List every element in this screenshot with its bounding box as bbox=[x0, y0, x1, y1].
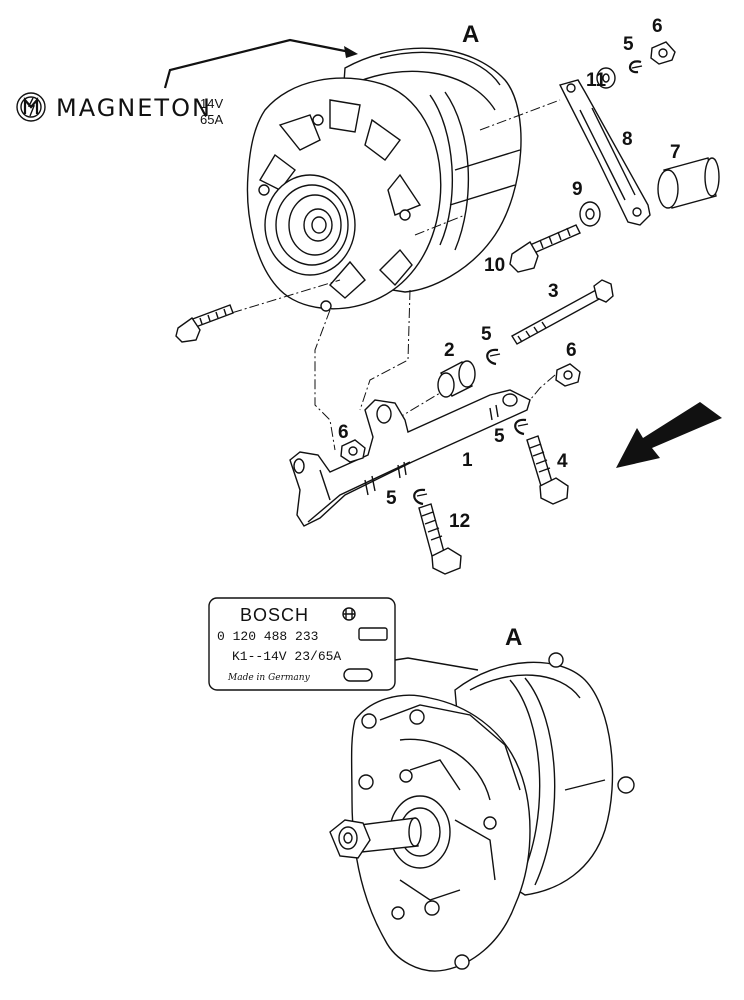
bosch-plate-leader bbox=[394, 657, 479, 671]
part-12-bolt bbox=[418, 503, 462, 575]
label-part-5-low: 5 bbox=[386, 488, 397, 509]
label-part-5-right: 5 bbox=[494, 426, 505, 447]
label-part-3: 3 bbox=[548, 281, 559, 302]
centerline-top-hardware bbox=[479, 99, 561, 131]
label-part-9: 9 bbox=[572, 179, 583, 200]
pivot-bolt bbox=[175, 304, 234, 343]
magneton-alternator bbox=[246, 47, 522, 312]
direction-arrow-icon bbox=[616, 402, 722, 468]
part-8-adjusting-bracket bbox=[558, 79, 651, 226]
centerline-adjust bbox=[414, 214, 466, 236]
view-label-a-top: A bbox=[462, 21, 479, 48]
bosch-alternator bbox=[329, 652, 635, 972]
part-1-mounting-bracket bbox=[289, 389, 531, 527]
part-5-spring-washer-top bbox=[629, 60, 643, 74]
label-part-6-top: 6 bbox=[652, 16, 663, 37]
magneton-voltage: 14V bbox=[200, 96, 223, 111]
label-part-4: 4 bbox=[557, 451, 568, 472]
label-part-11: 11 bbox=[586, 70, 607, 91]
part-9-washer bbox=[579, 201, 601, 227]
part-6-nut-left bbox=[340, 439, 366, 463]
label-part-5-mid: 5 bbox=[481, 324, 492, 345]
part-3-long-bolt bbox=[511, 279, 614, 345]
part-5-spring-washer-mid bbox=[486, 348, 501, 366]
bosch-rating: K1--14V 23/65A bbox=[232, 649, 341, 664]
view-label-a-bottom: A bbox=[505, 624, 522, 651]
label-part-6-left: 6 bbox=[338, 422, 349, 443]
part-6-nut-top bbox=[650, 41, 676, 65]
magneton-badge: MAGNETON 14V 65A bbox=[16, 92, 223, 127]
part-4-bolt bbox=[526, 435, 569, 505]
magneton-logo-icon bbox=[16, 92, 46, 122]
bosch-origin: Made in Germany bbox=[227, 673, 311, 683]
centerline-pivot bbox=[214, 279, 341, 319]
part-5-spring-washer-right bbox=[514, 418, 529, 436]
magneton-leader-arrow bbox=[163, 38, 351, 89]
bosch-part-number: 0 120 488 233 bbox=[217, 629, 318, 644]
label-part-7: 7 bbox=[670, 142, 681, 163]
magneton-brand: MAGNETON bbox=[56, 94, 212, 122]
part-5-spring-washer-low bbox=[413, 488, 428, 506]
label-part-2: 2 bbox=[444, 340, 455, 361]
part-7-spacer-sleeve bbox=[657, 157, 720, 209]
label-part-8: 8 bbox=[622, 129, 633, 150]
bosch-plate: BOSCH 0 120 488 233 K1--14V 23/65A Made … bbox=[208, 597, 396, 691]
part-10-bolt bbox=[509, 224, 581, 273]
label-part-10: 10 bbox=[484, 255, 505, 276]
part-11-washer bbox=[596, 67, 616, 89]
bosch-brand: BOSCH bbox=[240, 605, 309, 625]
centerline-bracket-left bbox=[314, 309, 336, 451]
part-6-nut-right bbox=[555, 363, 581, 387]
label-part-6-right: 6 bbox=[566, 340, 577, 361]
part-2-bush bbox=[437, 360, 476, 398]
label-part-5-top: 5 bbox=[623, 34, 634, 55]
bosch-logo-icon bbox=[342, 607, 356, 621]
label-part-1: 1 bbox=[462, 450, 473, 471]
centerline-rear bbox=[394, 389, 446, 421]
label-part-12: 12 bbox=[449, 511, 470, 532]
leader-arrowhead bbox=[344, 46, 358, 58]
magneton-current: 65A bbox=[200, 112, 223, 127]
centerline-bracket-right bbox=[359, 289, 411, 411]
